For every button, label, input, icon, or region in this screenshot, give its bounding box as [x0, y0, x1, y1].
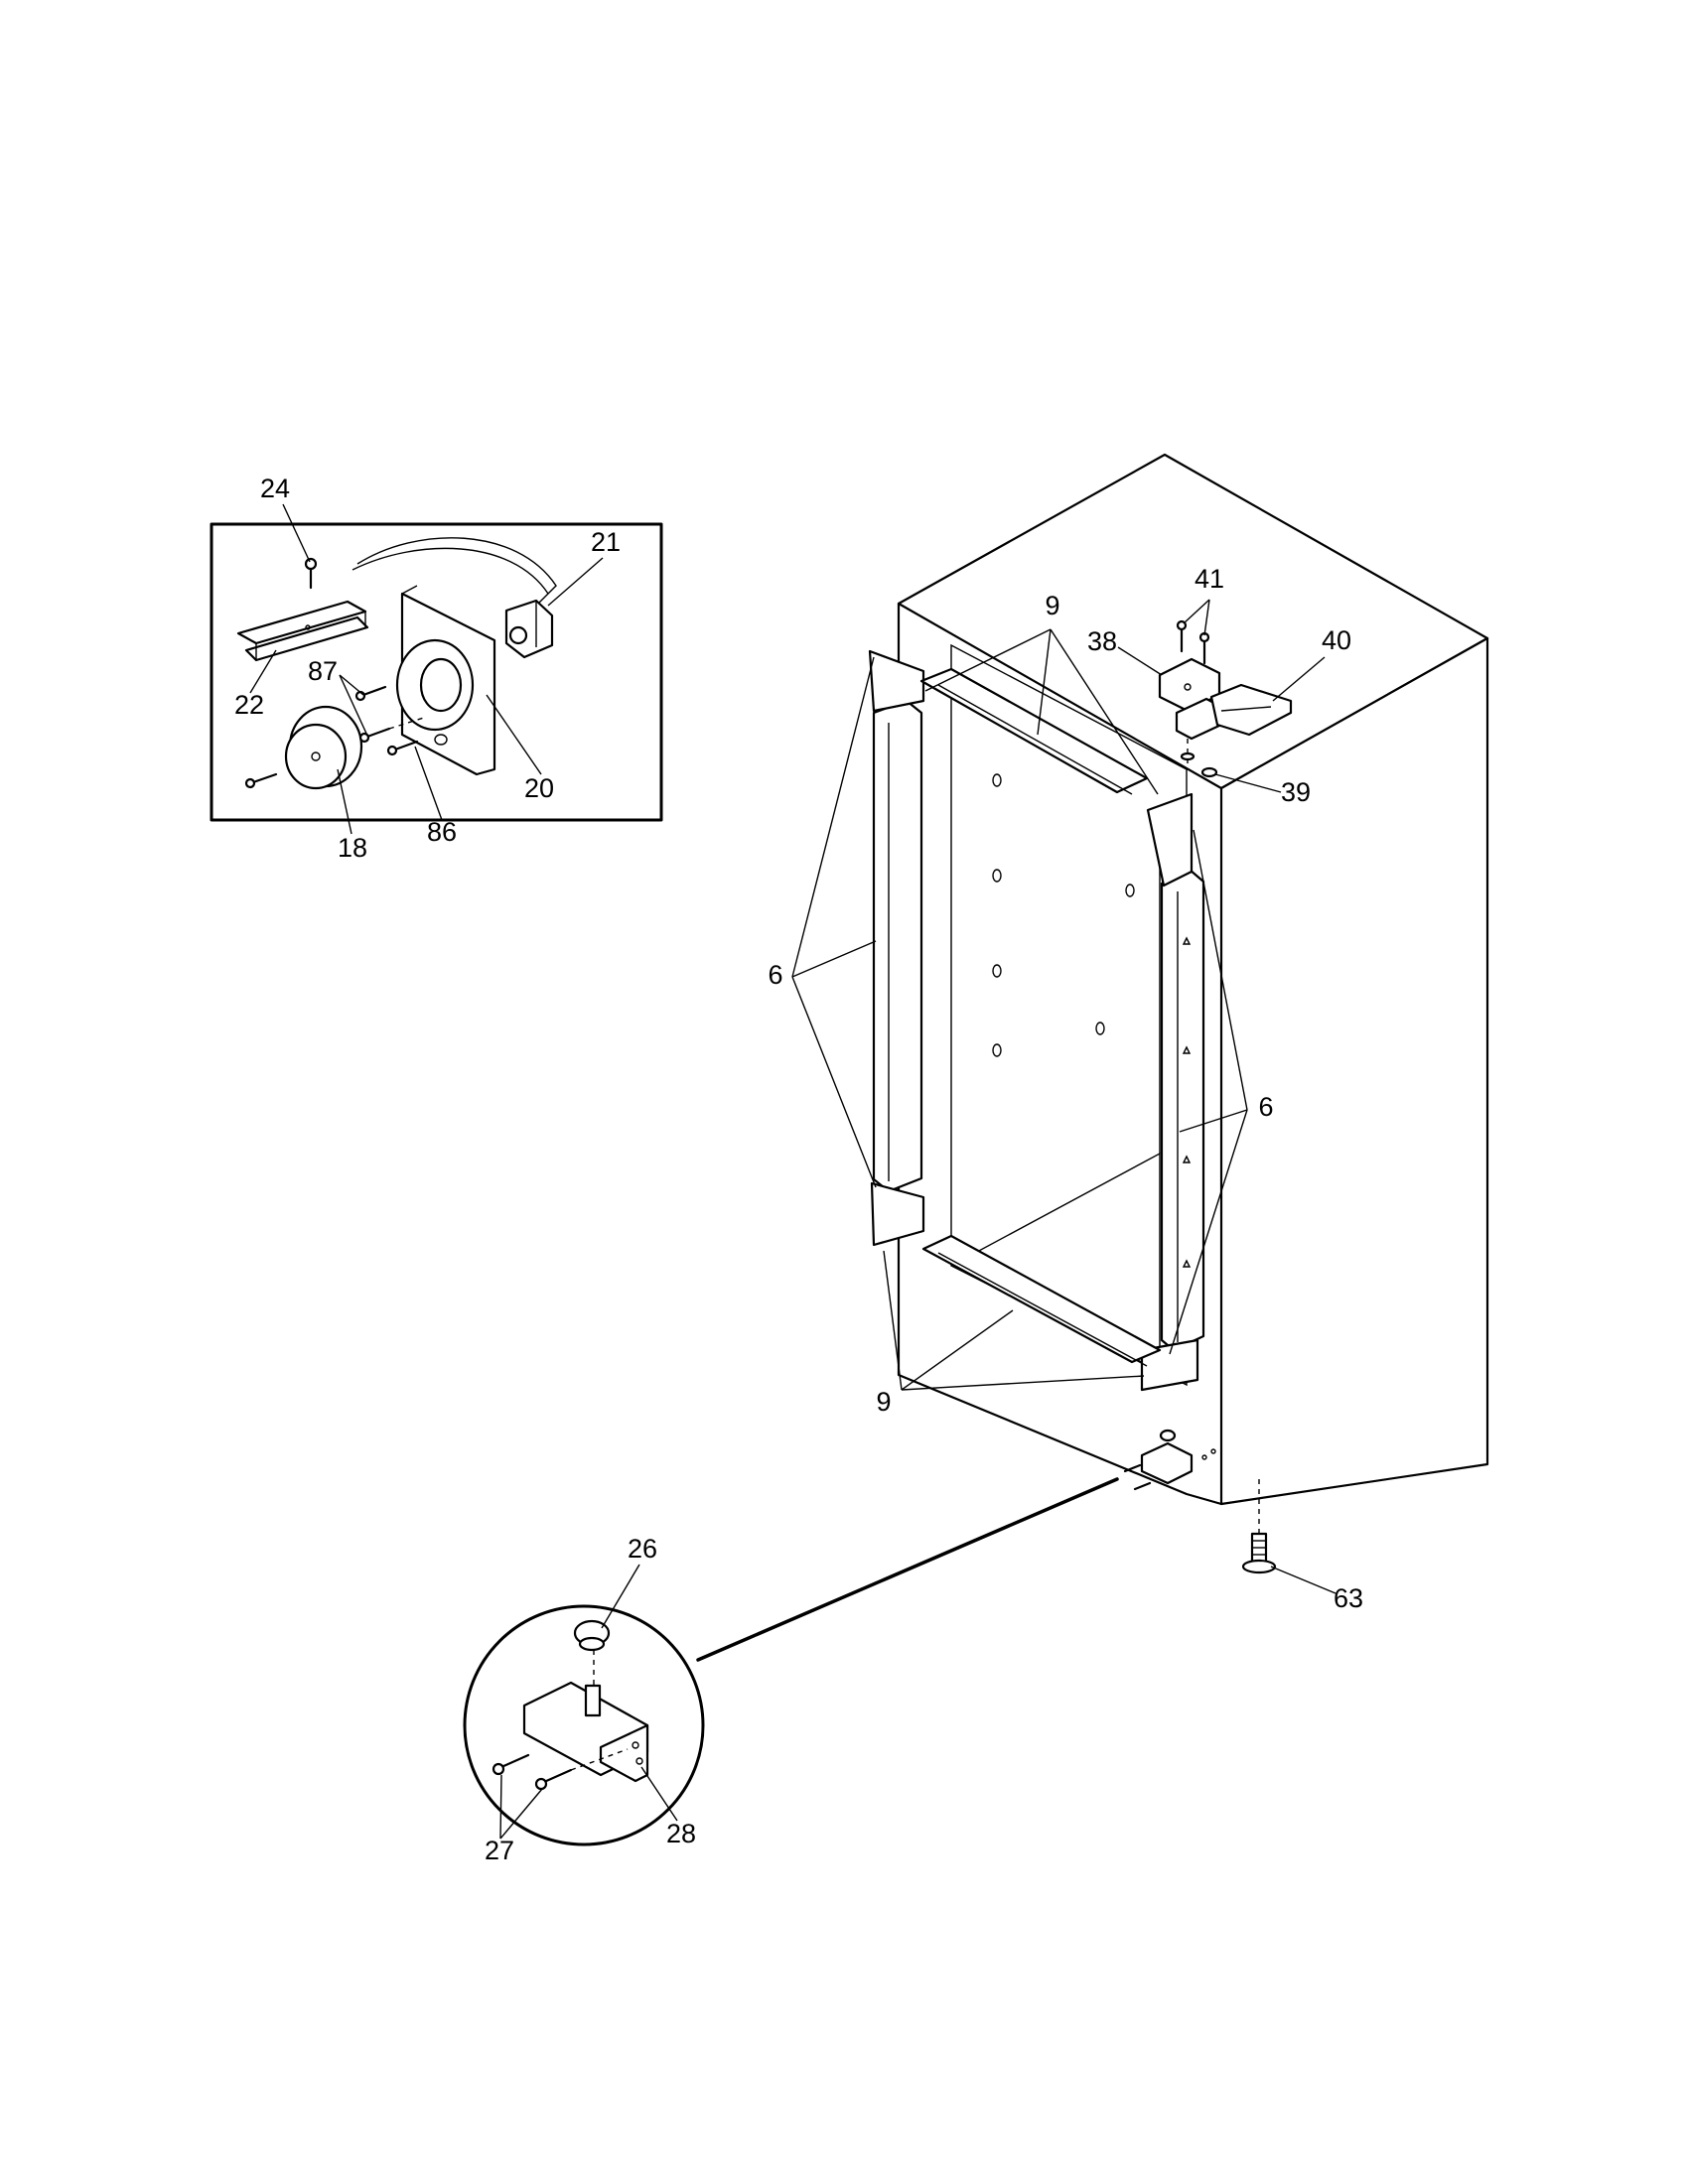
callout-28: 28	[666, 1819, 696, 1848]
top-hinge-assembly	[1158, 619, 1293, 778]
callout-24: 24	[260, 474, 290, 503]
callout-40: 40	[1322, 625, 1351, 655]
callout-27: 27	[485, 1836, 514, 1865]
callout-41: 41	[1195, 564, 1224, 594]
bottom-hinge-small	[1123, 1429, 1216, 1491]
callout-18: 18	[338, 833, 367, 863]
callout-9-bottom: 9	[876, 1387, 891, 1417]
breaker-strip-right	[1140, 792, 1205, 1392]
callout-6-left: 6	[768, 960, 782, 990]
breaker-strip-left	[868, 649, 925, 1247]
cabinet-body	[897, 453, 1489, 1506]
callout-6-right: 6	[1258, 1092, 1273, 1122]
callout-20: 20	[524, 773, 554, 803]
callout-21: 21	[591, 527, 621, 557]
callout-labels: 24 21 22 87 20 18 86 9 41 38 40 39 6 6 9…	[234, 474, 1363, 1865]
callout-63: 63	[1334, 1583, 1363, 1613]
callout-22: 22	[234, 690, 264, 720]
liner-holes	[992, 773, 1135, 1057]
callout-86: 86	[427, 817, 457, 847]
hinge-detail-inset	[463, 1477, 1119, 1846]
callout-26: 26	[628, 1534, 657, 1564]
breaker-strip-bottom	[921, 1234, 1162, 1367]
callout-9-top: 9	[1045, 591, 1059, 620]
callout-87: 87	[308, 656, 338, 686]
callout-39: 39	[1281, 777, 1311, 807]
leader-lines	[249, 503, 1336, 1840]
thermostat-inset	[210, 522, 663, 822]
leveling-leg	[1241, 1479, 1277, 1574]
callout-38: 38	[1087, 626, 1117, 656]
